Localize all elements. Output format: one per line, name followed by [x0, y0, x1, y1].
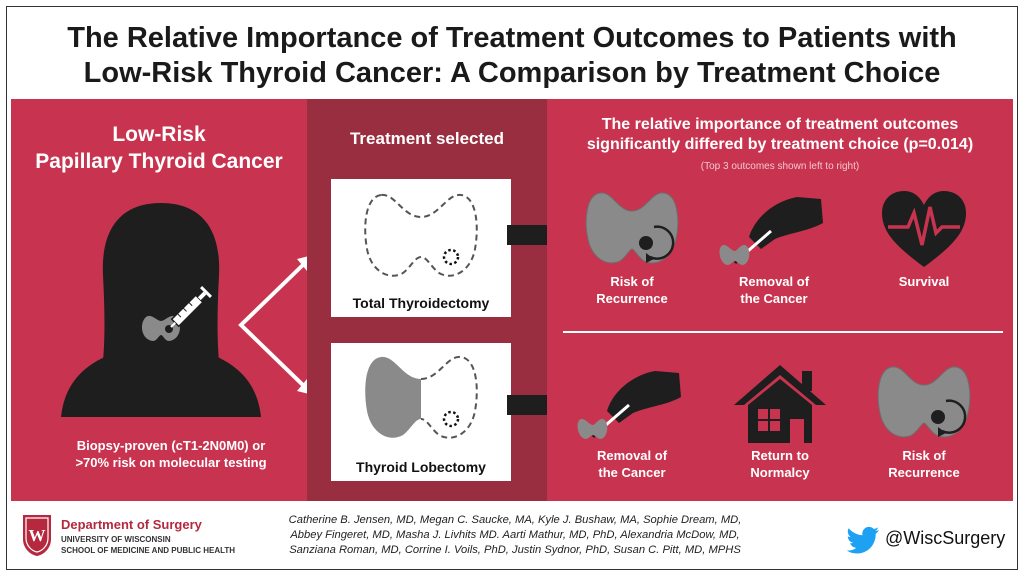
- outcome-label: Removal of the Cancer: [596, 448, 668, 480]
- outcomes-panel: The relative importance of treatment out…: [547, 99, 1013, 501]
- eligibility-note-line-1: Biopsy-proven (cT1-2N0M0) or: [76, 438, 266, 453]
- outcome-label: Risk of Recurrence: [596, 274, 668, 306]
- patient-panel: Low-Risk Papillary Thyroid Cancer: [11, 99, 313, 501]
- title-line-1: The Relative Importance of Treatment Out…: [67, 22, 957, 54]
- crest-letter: W: [29, 526, 46, 545]
- thyroid-outline-icon: [364, 193, 478, 277]
- outcomes-heading: The relative importance of treatment out…: [547, 115, 1013, 155]
- infographic-frame: The Relative Importance of Treatment Out…: [6, 6, 1018, 570]
- diagnosis-heading-line-1: Low-Risk: [112, 123, 206, 146]
- crest-icon: W: [23, 515, 51, 556]
- treatment-heading: Treatment selected: [349, 129, 504, 148]
- eligibility-note-line-2: >70% risk on molecular testing: [75, 455, 267, 470]
- title-line-2: Low-Risk Thyroid Cancer: A Comparison by…: [83, 57, 941, 89]
- treatment-label-total: Total Thyroidectomy: [352, 295, 490, 311]
- outcome-total-2: Removal of the Cancer: [719, 187, 829, 307]
- hand-scalpel-icon: [577, 371, 681, 439]
- outcomes-heading-line-2: significantly differed by treatment choi…: [586, 136, 974, 153]
- twitter-link[interactable]: @WiscSurgery: [845, 525, 1015, 555]
- diagnosis-heading: Low-Risk Papillary Thyroid Cancer: [11, 121, 307, 175]
- outcome-lobe-1: Removal of the Cancer: [577, 361, 687, 481]
- outcome-lobe-2: Return to Normalcy: [725, 361, 835, 481]
- twitter-bird-icon: [846, 526, 879, 554]
- branch-arrows-icon: [238, 255, 313, 395]
- outcome-label: Return to Normalcy: [750, 448, 810, 480]
- total-thyroidectomy-card: Total Thyroidectomy: [331, 179, 511, 317]
- thyroid-lobectomy-card: Thyroid Lobectomy: [331, 343, 511, 481]
- heart-pulse-icon: [882, 191, 966, 267]
- main-panel: Low-Risk Papillary Thyroid Cancer: [11, 99, 1013, 501]
- university-name: UNIVERSITY OF WISCONSIN: [61, 535, 171, 544]
- author-list: Catherine B. Jensen, MD, Megan C. Saucke…: [288, 514, 742, 556]
- department-name: Department of Surgery: [61, 517, 202, 532]
- thyroid-recurrence-icon: [877, 366, 971, 438]
- outcome-label: Risk of Recurrence: [888, 448, 960, 480]
- page-title: The Relative Importance of Treatment Out…: [7, 21, 1017, 91]
- patient-silhouette-icon: [61, 203, 261, 417]
- treatment-panel: Treatment selected Total Thyroidectomy T…: [307, 99, 547, 501]
- thyroid-lobe-removed-icon: [365, 355, 478, 439]
- section-divider: [563, 331, 1003, 333]
- outcome-label: Survival: [898, 274, 950, 289]
- outcome-total-1: Risk of Recurrence: [577, 187, 687, 307]
- eligibility-note: Biopsy-proven (cT1-2N0M0) or >70% risk o…: [51, 437, 291, 471]
- outcome-lobe-3: Risk of Recurrence: [869, 361, 979, 481]
- diagnosis-heading-line-2: Papillary Thyroid Cancer: [35, 150, 283, 173]
- house-icon: [734, 365, 826, 443]
- treatment-label-lobectomy: Thyroid Lobectomy: [356, 459, 486, 475]
- twitter-handle[interactable]: @WiscSurgery: [885, 528, 1006, 548]
- outcomes-heading-line-1: The relative importance of treatment out…: [601, 116, 959, 133]
- thyroid-recurrence-icon: [585, 192, 679, 264]
- outcome-total-3: Survival: [869, 187, 979, 290]
- hand-scalpel-icon: [719, 197, 823, 265]
- department-logo: W Department of Surgery UNIVERSITY OF WI…: [21, 509, 235, 565]
- school-name: SCHOOL OF MEDICINE AND PUBLIC HEALTH: [61, 546, 236, 555]
- outcome-label: Removal of the Cancer: [738, 274, 810, 306]
- outcomes-subheading: (Top 3 outcomes shown left to right): [700, 161, 860, 172]
